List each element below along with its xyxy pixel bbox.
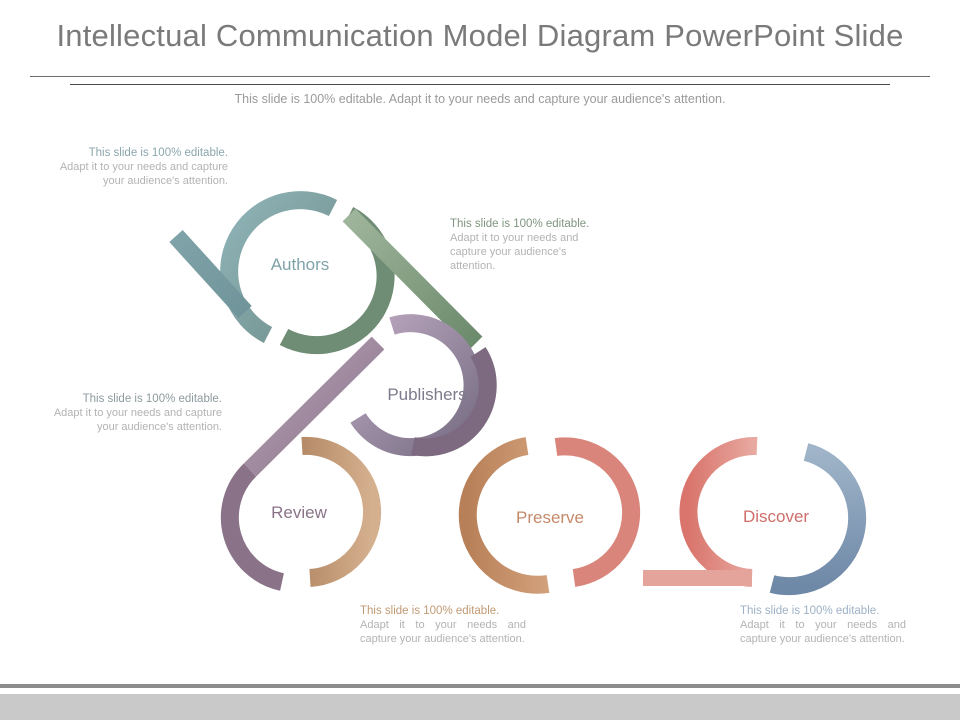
note-publishers: This slide is 100% editable. Adapt it to…: [450, 217, 610, 273]
note-body: Adapt it to your needs and capture your …: [53, 407, 222, 433]
note-body: Adapt it to your needs and capture your …: [59, 161, 228, 187]
note-review: This slide is 100% editable. Adapt it to…: [52, 392, 222, 434]
note-heading: This slide is 100% editable.: [450, 218, 590, 230]
discover-ring: [643, 436, 867, 596]
slide-title: Intellectual Communication Model Diagram…: [56, 18, 904, 53]
node-discover-label: Discover: [743, 507, 809, 526]
note-heading: This slide is 100% editable.: [82, 393, 222, 405]
note-body: Adapt it to your needs and capture your …: [740, 619, 906, 645]
authors-publishers-connector: [279, 207, 483, 355]
note-body: Adapt it to your needs and capture your …: [450, 232, 579, 272]
node-authors-label: Authors: [271, 255, 330, 274]
note-heading: This slide is 100% editable.: [360, 605, 500, 617]
note-discover: This slide is 100% editable. Adapt it to…: [740, 604, 906, 646]
note-preserve: This slide is 100% editable. Adapt it to…: [360, 604, 526, 646]
publishers-ring: [243, 314, 497, 477]
title-divider-top: [30, 76, 930, 77]
node-preserve-label: Preserve: [516, 508, 584, 527]
review-ring: [220, 436, 382, 591]
authors-ring: [169, 191, 338, 344]
footer-bar: [0, 694, 960, 720]
footer-divider: [0, 684, 960, 688]
slide-subtitle: This slide is 100% editable. Adapt it to…: [234, 92, 726, 106]
note-heading: This slide is 100% editable.: [88, 147, 228, 159]
title-divider-bottom: [70, 84, 890, 85]
node-publishers-label: Publishers: [387, 385, 466, 404]
note-heading: This slide is 100% editable.: [740, 605, 880, 617]
note-authors: This slide is 100% editable. Adapt it to…: [58, 146, 228, 188]
node-review-label: Review: [271, 503, 327, 522]
note-body: Adapt it to your needs and capture your …: [360, 619, 526, 645]
